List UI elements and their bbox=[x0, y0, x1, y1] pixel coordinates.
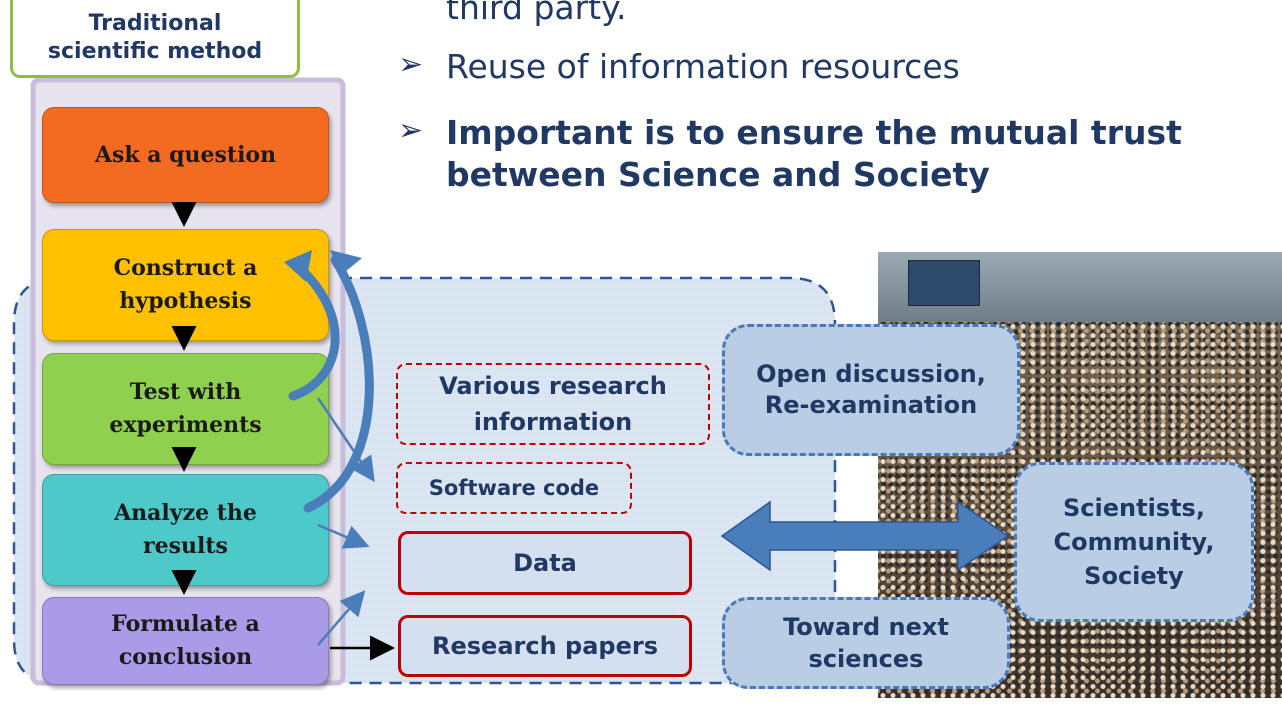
step-label: Formulate a conclusion bbox=[111, 611, 260, 670]
step-label: Test with experiments bbox=[109, 379, 262, 438]
method-header-title: Traditional scientific method bbox=[47, 10, 263, 64]
box-research-papers: Research papers bbox=[398, 615, 692, 677]
software-code-label: Software code bbox=[428, 476, 600, 500]
step-construct-hypothesis: Construct a hypothesis bbox=[42, 229, 329, 341]
thin-arrow-data bbox=[317, 523, 370, 549]
box-software-code: Software code bbox=[396, 462, 632, 514]
step-label: Analyze the results bbox=[114, 500, 257, 559]
thin-arrow-software bbox=[316, 397, 375, 483]
box-data: Data bbox=[398, 531, 692, 595]
curve-arrow-analyze bbox=[303, 255, 374, 513]
thin-arrow-data-2 bbox=[317, 590, 366, 646]
box-audience: Scientists, Community, Society bbox=[1014, 462, 1254, 622]
data-label: Data bbox=[513, 549, 577, 577]
research-information-label: Various research information bbox=[439, 372, 667, 436]
bullet-trust: Important is to ensure the mutual trust … bbox=[446, 113, 1182, 194]
step-label: Construct a hypothesis bbox=[113, 255, 258, 314]
double-arrow bbox=[720, 500, 1010, 572]
next-sciences-label: Toward next sciences bbox=[783, 613, 949, 673]
step-ask-question: Ask a question bbox=[42, 107, 329, 203]
bullet-marker-2: ➢ bbox=[398, 113, 424, 148]
box-open-discussion: Open discussion, Re-examination bbox=[722, 324, 1020, 456]
bullet-fragment: third party. bbox=[446, 0, 627, 27]
step-analyze-results: Analyze the results bbox=[42, 474, 329, 586]
step-test-experiments: Test with experiments bbox=[42, 353, 329, 465]
step-formulate-conclusion: Formulate a conclusion bbox=[42, 597, 329, 685]
bullet-reuse: Reuse of information resources bbox=[446, 47, 960, 86]
box-next-sciences: Toward next sciences bbox=[722, 597, 1010, 689]
curve-arrowhead-1 bbox=[284, 250, 312, 282]
open-discussion-label: Open discussion, Re-examination bbox=[756, 360, 986, 419]
audience-label: Scientists, Community, Society bbox=[1053, 494, 1215, 590]
bullet-marker-1: ➢ bbox=[398, 47, 424, 82]
box-research-information: Various research information bbox=[396, 363, 710, 445]
research-papers-label: Research papers bbox=[432, 632, 658, 660]
curve-arrowhead-2 bbox=[330, 250, 362, 276]
method-header: Traditional scientific method bbox=[10, 0, 300, 78]
curve-arrow-test bbox=[288, 263, 340, 401]
step-label: Ask a question bbox=[94, 141, 277, 168]
